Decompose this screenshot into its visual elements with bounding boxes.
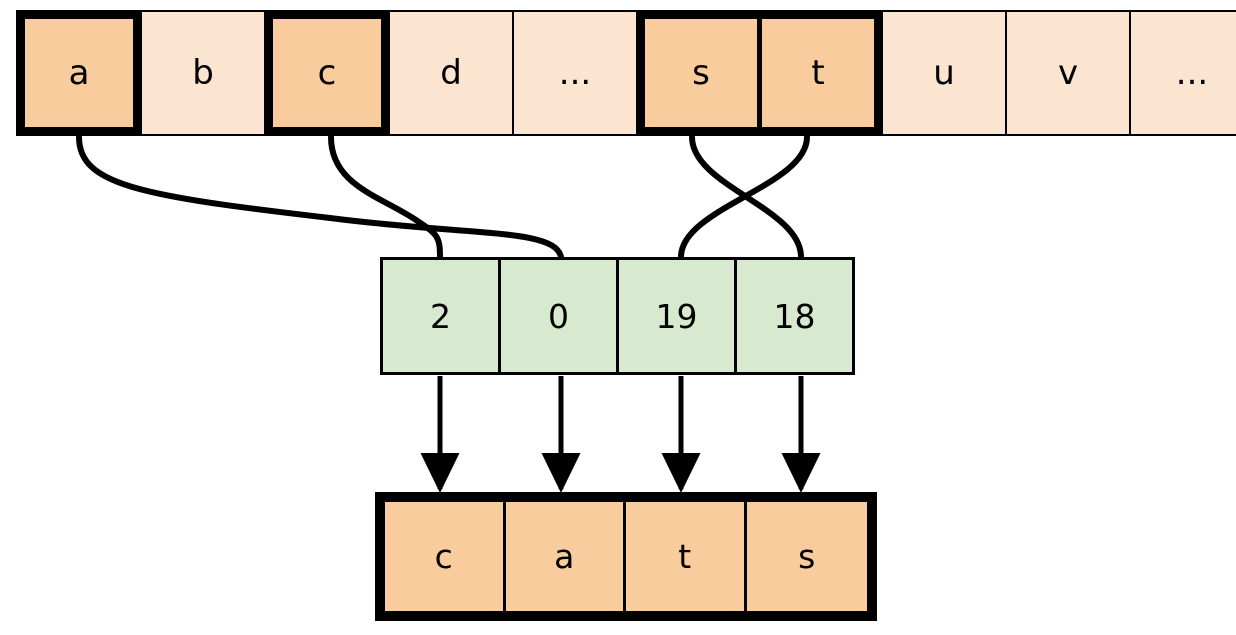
curve-a-to-0 bbox=[76, 134, 564, 260]
index-cell-0[interactable]: 2 bbox=[380, 257, 501, 375]
index-row: 2 0 19 18 bbox=[380, 257, 855, 375]
alphabet-cell-a[interactable]: a bbox=[16, 10, 142, 136]
index-cell-3[interactable]: 18 bbox=[734, 257, 855, 375]
output-row: c a t s bbox=[375, 492, 877, 621]
alphabet-cell-c[interactable]: c bbox=[264, 10, 390, 136]
alphabet-cell-v[interactable]: v bbox=[1005, 10, 1131, 136]
curve-t-to-19 bbox=[678, 134, 810, 260]
alphabet-cell-b[interactable]: b bbox=[140, 10, 266, 136]
curve-s-to-18 bbox=[689, 134, 804, 260]
output-cell-3[interactable]: s bbox=[746, 502, 867, 611]
output-cell-0[interactable]: c bbox=[385, 502, 506, 611]
alphabet-cell-t[interactable]: t bbox=[757, 10, 883, 136]
alphabet-cell-ellipsis-2[interactable]: ... bbox=[1129, 10, 1236, 136]
alphabet-cell-ellipsis-1[interactable]: ... bbox=[512, 10, 638, 136]
alphabet-row: a b c d ... s t u v ... bbox=[16, 10, 1236, 136]
index-cell-2[interactable]: 19 bbox=[616, 257, 737, 375]
output-cell-2[interactable]: t bbox=[626, 502, 747, 611]
alphabet-cell-s[interactable]: s bbox=[636, 10, 762, 136]
alphabet-cell-u[interactable]: u bbox=[881, 10, 1007, 136]
alphabet-cell-d[interactable]: d bbox=[388, 10, 514, 136]
curve-c-to-2 bbox=[328, 134, 443, 260]
output-cell-1[interactable]: a bbox=[505, 502, 626, 611]
index-cell-1[interactable]: 0 bbox=[498, 257, 619, 375]
